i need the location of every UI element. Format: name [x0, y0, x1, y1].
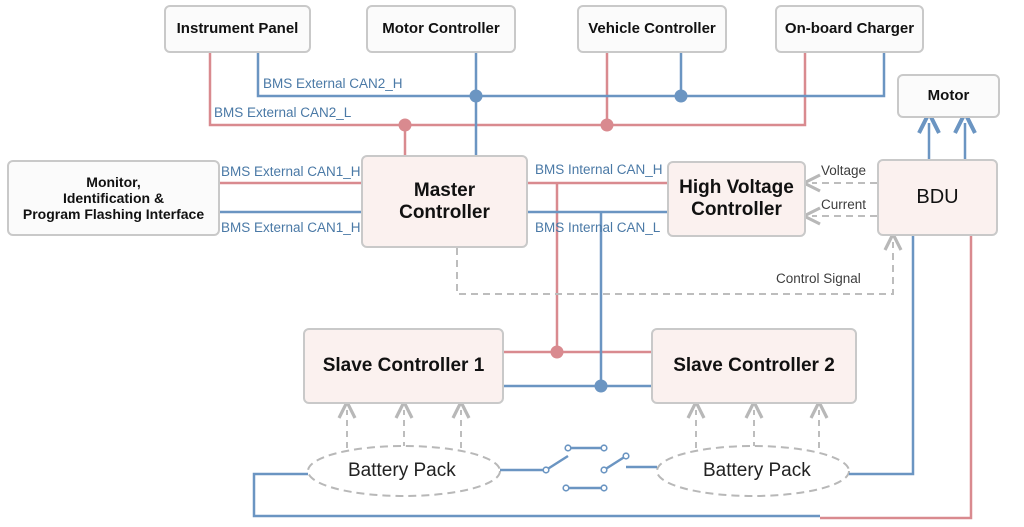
- pack-to-bdu-blue: [849, 235, 915, 476]
- slave-controller-1-label: Slave Controller 1: [322, 355, 485, 377]
- can2-l-bus: [208, 52, 807, 155]
- battery-pack-1-label: Battery Pack: [348, 460, 456, 481]
- slave-controller-1-box: Slave Controller 1: [303, 328, 504, 404]
- can1-h-top-label: BMS External CAN1_H: [221, 164, 361, 179]
- pack-to-bdu-blue-return: [252, 472, 820, 518]
- control-signal-line: [456, 242, 893, 295]
- bdu-label: BDU: [916, 186, 959, 208]
- motor-controller-label: Motor Controller: [382, 20, 500, 38]
- vehicle-controller-label: Vehicle Controller: [588, 20, 716, 38]
- internal-can-h: [504, 181, 668, 354]
- master-controller-box: Master Controller: [361, 155, 528, 248]
- can2-h-bus: [256, 40, 886, 155]
- junction-dot: [550, 345, 564, 359]
- can2-h-label: BMS External CAN2_H: [263, 76, 403, 91]
- internal-can-h-label: BMS Internal CAN_H: [535, 162, 663, 177]
- onboard-charger-label: On-board Charger: [784, 20, 915, 38]
- motor-box: Motor: [897, 74, 1000, 118]
- motor-label: Motor: [927, 87, 970, 105]
- junction-dot: [594, 379, 608, 393]
- high-voltage-controller-label: High Voltage Controller: [679, 177, 794, 220]
- high-voltage-controller-box: High Voltage Controller: [667, 161, 806, 237]
- battery-pack-2-label: Battery Pack: [703, 460, 811, 481]
- instrument-panel-label: Instrument Panel: [176, 20, 299, 38]
- pack-interconnect: [500, 446, 657, 490]
- motor-controller-box: Motor Controller: [366, 5, 516, 53]
- junction-dot: [469, 89, 483, 103]
- battery-pack-2-outline: [656, 445, 850, 497]
- switch-terminals: [542, 444, 630, 492]
- master-controller-label: Master Controller: [399, 179, 490, 223]
- onboard-charger-box: On-board Charger: [775, 5, 924, 53]
- junction-dot: [398, 118, 412, 132]
- pack-to-bdu-red: [820, 235, 973, 520]
- internal-can-l-label: BMS Internal CAN_L: [535, 220, 661, 235]
- bdu-box: BDU: [877, 159, 998, 236]
- internal-can-l: [504, 210, 668, 388]
- slave-controller-2-label: Slave Controller 2: [673, 355, 835, 377]
- junction-dot: [674, 89, 688, 103]
- instrument-panel-box: Instrument Panel: [164, 5, 311, 53]
- junction-dot: [600, 118, 614, 132]
- monitor-interface-label: Monitor, Identification & Program Flashi…: [22, 173, 205, 223]
- voltage-label: Voltage: [821, 163, 867, 178]
- can1-h-bottom-label: BMS External CAN1_H: [221, 220, 361, 235]
- current-label: Current: [821, 197, 867, 212]
- monitor-interface-box: Monitor, Identification & Program Flashi…: [7, 160, 220, 236]
- sense-arrows: [347, 410, 819, 448]
- slave-controller-2-box: Slave Controller 2: [651, 328, 857, 404]
- control-signal-label: Control Signal: [776, 271, 861, 286]
- can2-l-label: BMS External CAN2_L: [214, 105, 352, 120]
- vehicle-controller-box: Vehicle Controller: [577, 5, 727, 53]
